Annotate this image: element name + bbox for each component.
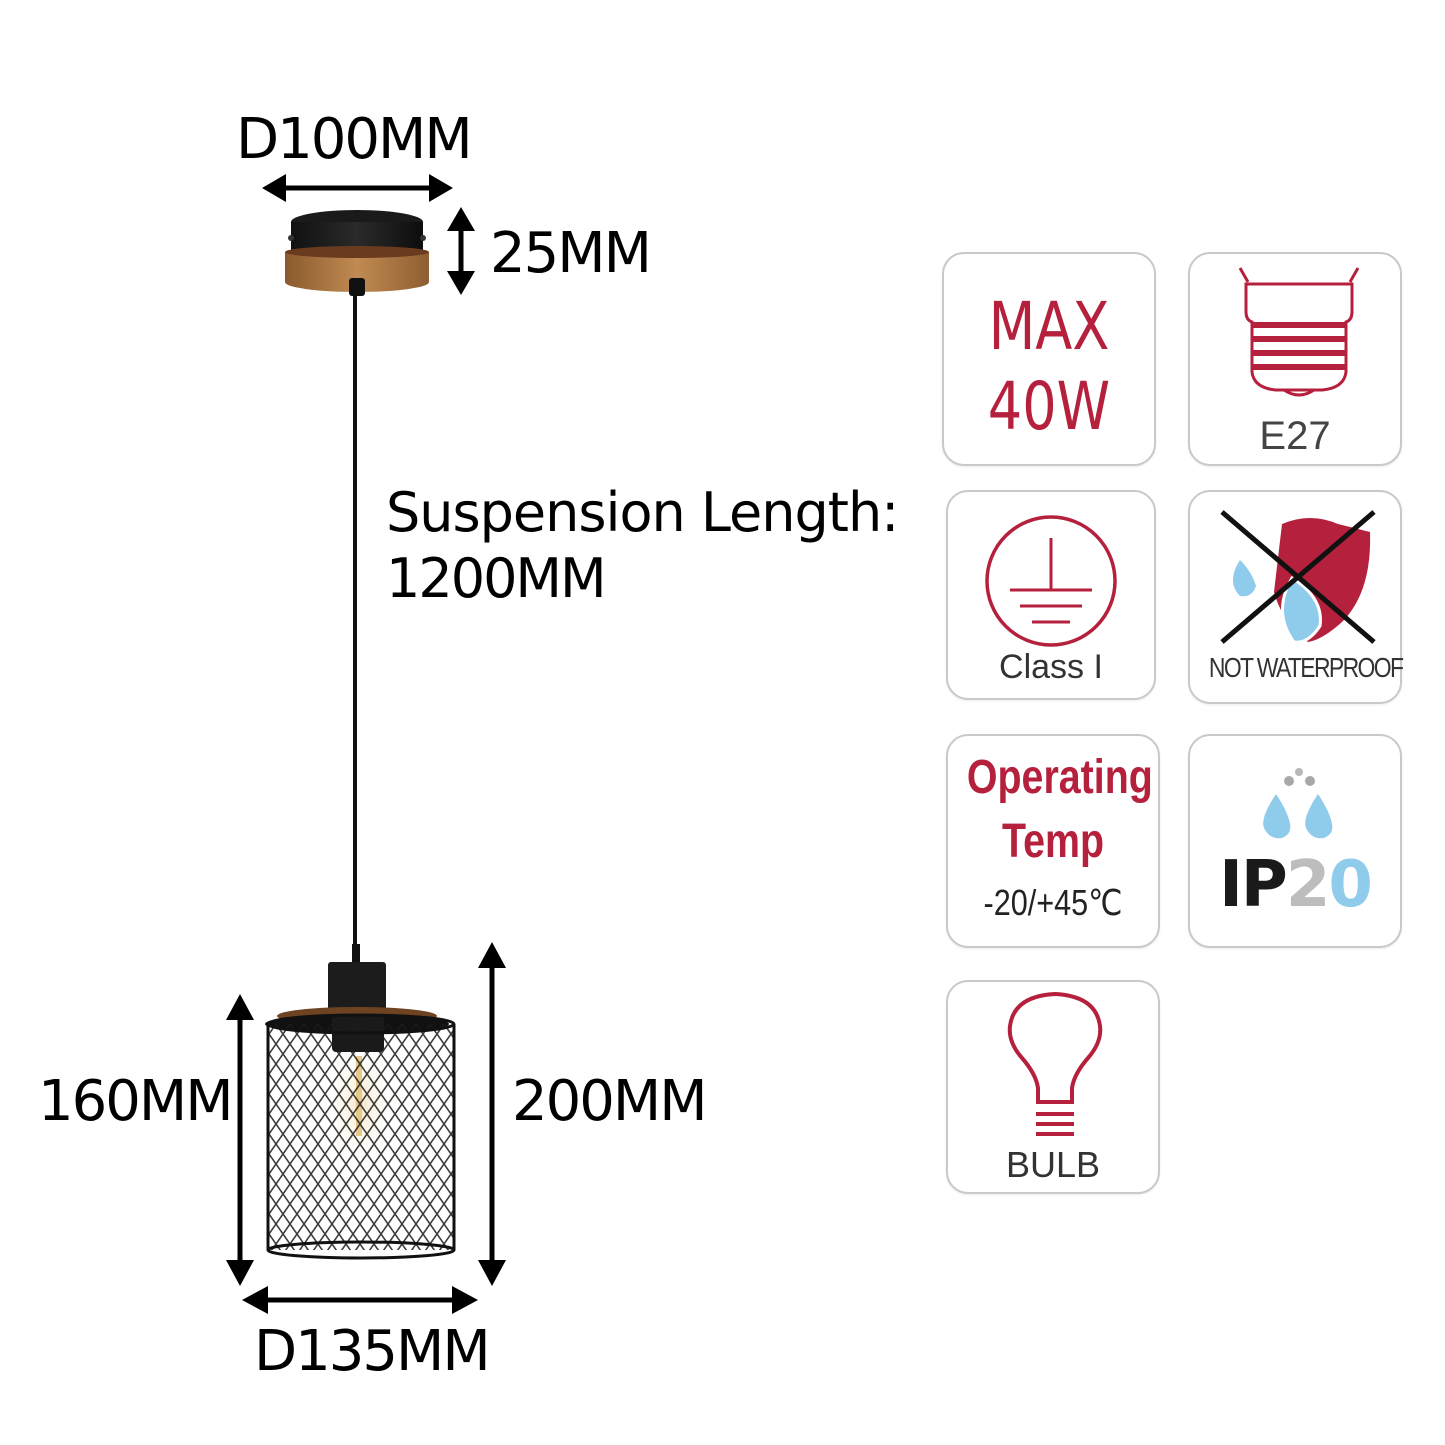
suspension-length-value: 1200MM: [386, 547, 607, 610]
canopy-height-arrow-icon: [447, 207, 475, 295]
waterproof-tile: NOT WATERPROOF: [1188, 490, 1404, 704]
safety-class-label: Class I: [999, 648, 1103, 686]
spec-icon-grid: MAX 40W E27 Class I: [930, 240, 1430, 1210]
canopy-diameter-label: D100MM: [236, 107, 473, 172]
ceiling-canopy-image: [285, 210, 429, 296]
product-diagram: D100MM 25MM: [38, 107, 899, 1384]
waterproof-label: NOT WATERPROOF: [1208, 652, 1404, 683]
ip-liquid-digit: 0: [1328, 848, 1373, 922]
ip-solid-digit: 2: [1285, 848, 1331, 922]
canopy-height-label: 25MM: [490, 221, 652, 286]
earth-ground-icon: [985, 515, 1117, 647]
max-label: MAX: [988, 288, 1110, 365]
ip-prefix: IP: [1219, 848, 1288, 922]
shade-width-arrow-icon: [242, 1286, 478, 1314]
not-waterproof-icon: [1220, 510, 1376, 644]
ip-rating-label: IP20: [1190, 848, 1400, 922]
total-height-label: 200MM: [512, 1069, 708, 1134]
suspension-length-label: Suspension Length:: [386, 481, 899, 544]
temp-label: Temp: [1001, 815, 1105, 868]
light-bulb-icon: [1007, 992, 1103, 1136]
socket-label: E27: [1259, 414, 1331, 458]
ip-rating-tile: IP20: [1188, 734, 1402, 948]
e27-socket-icon: [1238, 267, 1360, 397]
safety-class-tile: Class I: [946, 490, 1156, 700]
shade-height-label: 160MM: [38, 1069, 234, 1134]
canopy-width-arrow-icon: [262, 174, 453, 202]
shade-diameter-label: D135MM: [254, 1319, 491, 1384]
total-height-arrow-icon: [478, 942, 506, 1286]
bulb-label: BULB: [1005, 1144, 1101, 1185]
wattage-label: 40W: [987, 368, 1111, 445]
operating-label: Operating: [966, 751, 1153, 804]
suspension-cord: [353, 292, 357, 960]
temp-range-label: -20/+45℃: [983, 882, 1123, 923]
mesh-cage-shade-image: [265, 944, 456, 1260]
operating-temp-tile: Operating Temp -20/+45℃: [946, 734, 1160, 948]
max-wattage-tile: MAX 40W: [942, 252, 1156, 466]
bulb-tile: BULB: [946, 980, 1160, 1194]
water-drops-icon: [1263, 768, 1333, 839]
shade-height-arrow-icon: [226, 994, 254, 1286]
socket-tile: E27: [1188, 252, 1402, 466]
